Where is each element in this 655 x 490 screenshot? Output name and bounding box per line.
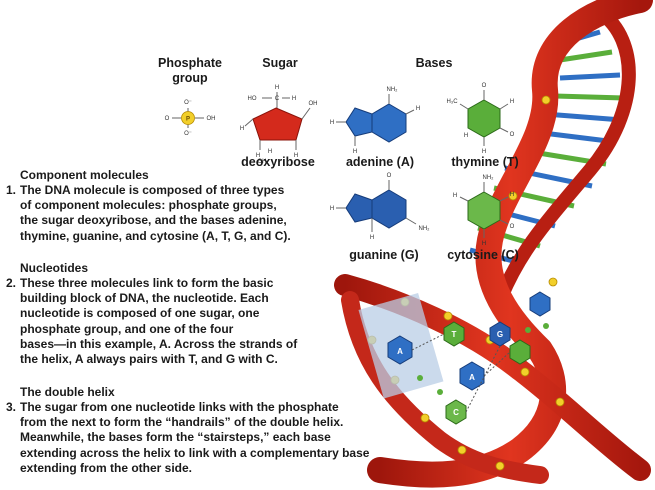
paragraph-line: from the next to form the “handrails” of…	[20, 415, 369, 430]
svg-text:H: H	[240, 126, 244, 132]
header-line: Phosphate	[150, 56, 230, 71]
paragraph-text: The DNA molecule is composed of three ty…	[20, 183, 291, 244]
svg-text:NH₂: NH₂	[483, 175, 495, 181]
svg-text:H: H	[330, 120, 334, 126]
header-line: group	[150, 71, 230, 86]
paragraph-line: These three molecules link to form the b…	[20, 276, 297, 291]
svg-text:O: O	[510, 132, 515, 138]
guanine-label: guanine (G)	[344, 248, 424, 263]
helix-base-letter: A	[469, 373, 475, 382]
paragraph-line: nucleotide is composed of one sugar, one	[20, 306, 297, 321]
svg-text:H: H	[292, 96, 296, 102]
paragraph-line: The sugar from one nucleotide links with…	[20, 400, 369, 415]
svg-text:H: H	[482, 241, 486, 247]
svg-text:O: O	[165, 116, 170, 122]
svg-text:NH₂: NH₂	[387, 87, 399, 93]
svg-text:O: O	[387, 173, 392, 179]
svg-text:H: H	[453, 193, 457, 199]
svg-text:NH₂: NH₂	[419, 226, 431, 232]
guanine-molecule: O H NH₂ H	[330, 173, 430, 241]
section-heading-component-molecules: Component molecules	[20, 168, 149, 182]
paragraph-text: These three molecules link to form the b…	[20, 276, 297, 367]
cytosine-label: cytosine (C)	[438, 248, 528, 263]
svg-text:C: C	[275, 96, 280, 102]
svg-text:H: H	[370, 235, 374, 241]
paragraph-number: 1.	[6, 183, 16, 198]
bases-header: Bases	[404, 56, 464, 71]
svg-text:OH: OH	[309, 101, 318, 107]
svg-text:O⁻: O⁻	[184, 131, 192, 137]
svg-text:P: P	[186, 117, 190, 123]
paragraph-line: extending from the other side.	[20, 461, 369, 476]
helix-base-letter: A	[397, 347, 403, 356]
phosphate-group-header: Phosphate group	[150, 56, 230, 86]
paragraph-line: of component molecules: phosphate groups…	[20, 198, 291, 213]
adenine-molecule: NH₂ H H H	[330, 87, 420, 155]
paragraph-line: building block of DNA, the nucleotide. E…	[20, 291, 297, 306]
svg-text:O⁻: O⁻	[184, 100, 192, 106]
helix-base-letter: G	[497, 330, 503, 339]
paragraph-line: thymine, guanine, and cytosine (A, T, G,…	[20, 229, 291, 244]
helix-base-letter: T	[452, 330, 457, 339]
svg-text:H: H	[275, 85, 279, 91]
deoxyribose-molecule: H HO C H H OH H H OH H	[240, 85, 318, 165]
phosphate-molecule: O⁻ O P OH O⁻	[165, 100, 216, 137]
sugar-ring	[253, 108, 302, 140]
paragraph-line: The DNA molecule is composed of three ty…	[20, 183, 291, 198]
paragraph-number: 3.	[6, 400, 16, 415]
double-helix: A T A G C	[345, 0, 640, 475]
svg-text:H₃C: H₃C	[446, 99, 458, 105]
adenine-label: adenine (A)	[340, 155, 420, 170]
svg-text:HO: HO	[248, 96, 257, 102]
deoxyribose-label: deoxyribose	[236, 155, 320, 170]
paragraph-line: the sugar deoxyribose, and the bases ade…	[20, 213, 291, 228]
paragraph-line: phosphate group, and one of the four	[20, 322, 297, 337]
thymine-molecule: O H₃C H H O H	[446, 83, 514, 155]
paragraph-line: the helix, A always pairs with T, and G …	[20, 352, 297, 367]
thymine-label: thymine (T)	[440, 155, 530, 170]
svg-text:H: H	[330, 206, 334, 212]
paragraph-line: Meanwhile, the bases form the “stairstep…	[20, 430, 369, 445]
section-heading-nucleotides: Nucleotides	[20, 261, 88, 275]
sugar-header: Sugar	[250, 56, 310, 71]
paragraph-line: bases—in this example, A. Across the str…	[20, 337, 297, 352]
svg-text:O: O	[482, 83, 487, 89]
svg-text:H: H	[464, 133, 468, 139]
svg-text:H: H	[416, 106, 420, 112]
svg-text:OH: OH	[207, 116, 216, 122]
paragraph-line: extending across the helix to link with …	[20, 446, 369, 461]
svg-text:O: O	[510, 224, 515, 230]
paragraph-text: The sugar from one nucleotide links with…	[20, 400, 369, 476]
svg-text:H: H	[510, 192, 514, 198]
paragraph-number: 2.	[6, 276, 16, 291]
svg-text:H: H	[510, 99, 514, 105]
section-heading-double-helix: The double helix	[20, 385, 115, 399]
helix-base-letter: C	[453, 408, 459, 417]
